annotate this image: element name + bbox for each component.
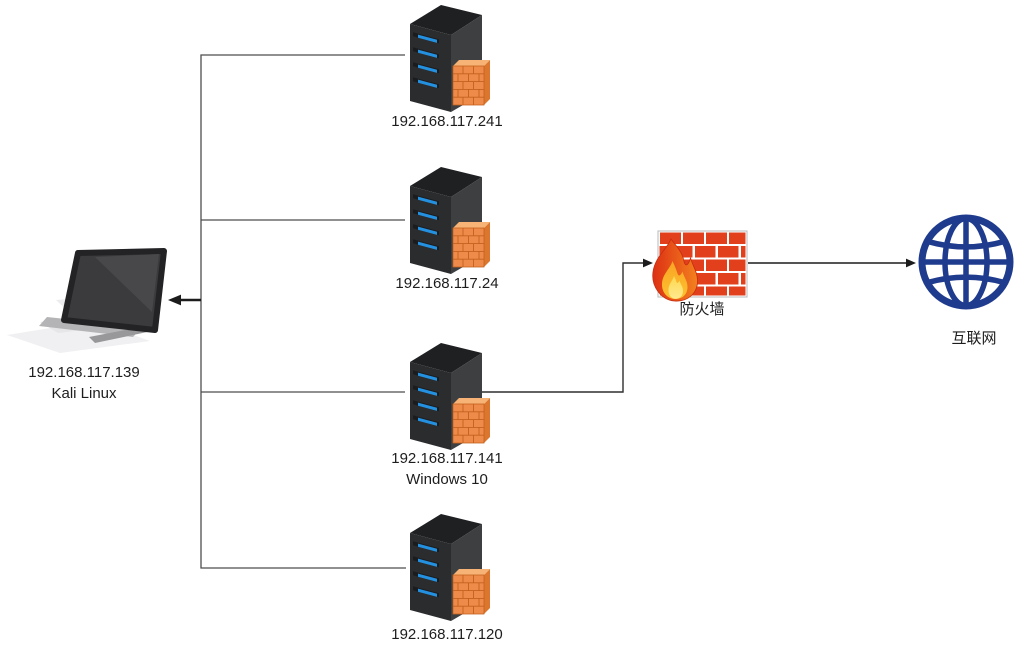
kali-laptop-node [2,240,174,360]
kali-name: Kali Linux [51,385,117,402]
arrow-into-firewall [643,258,653,268]
internet-label: 互联网 [951,330,997,347]
server-icon [403,2,498,117]
firewall-node [642,226,752,315]
kali-ip: 192.168.117.139 [28,364,140,381]
server-2-label: 192.168.117.24 [395,275,499,292]
firewall-icon [652,230,748,302]
server-node-4 [403,511,498,631]
flame-icon [652,238,698,302]
arrow-to-kali [168,294,201,306]
server-icon [403,164,498,279]
internet-node [918,214,1014,315]
trunk-line [200,54,406,569]
server-icon [403,511,498,626]
windows-to-firewall-line [482,262,643,393]
arrow-firewall-to-internet [748,258,916,268]
server-3-name: Windows 10 [406,471,488,488]
laptop-icon [7,248,167,353]
server-3-ip: 192.168.117.141 [391,450,503,467]
firewall-label: 防火墙 [679,301,725,318]
globe-icon [918,214,1014,310]
server-node-2 [403,164,498,284]
server-4-label: 192.168.117.120 [391,626,503,643]
server-icon [403,340,498,455]
server-1-label: 192.168.117.241 [391,113,503,130]
server-node-3 [403,340,498,460]
server-node-1 [403,2,498,122]
